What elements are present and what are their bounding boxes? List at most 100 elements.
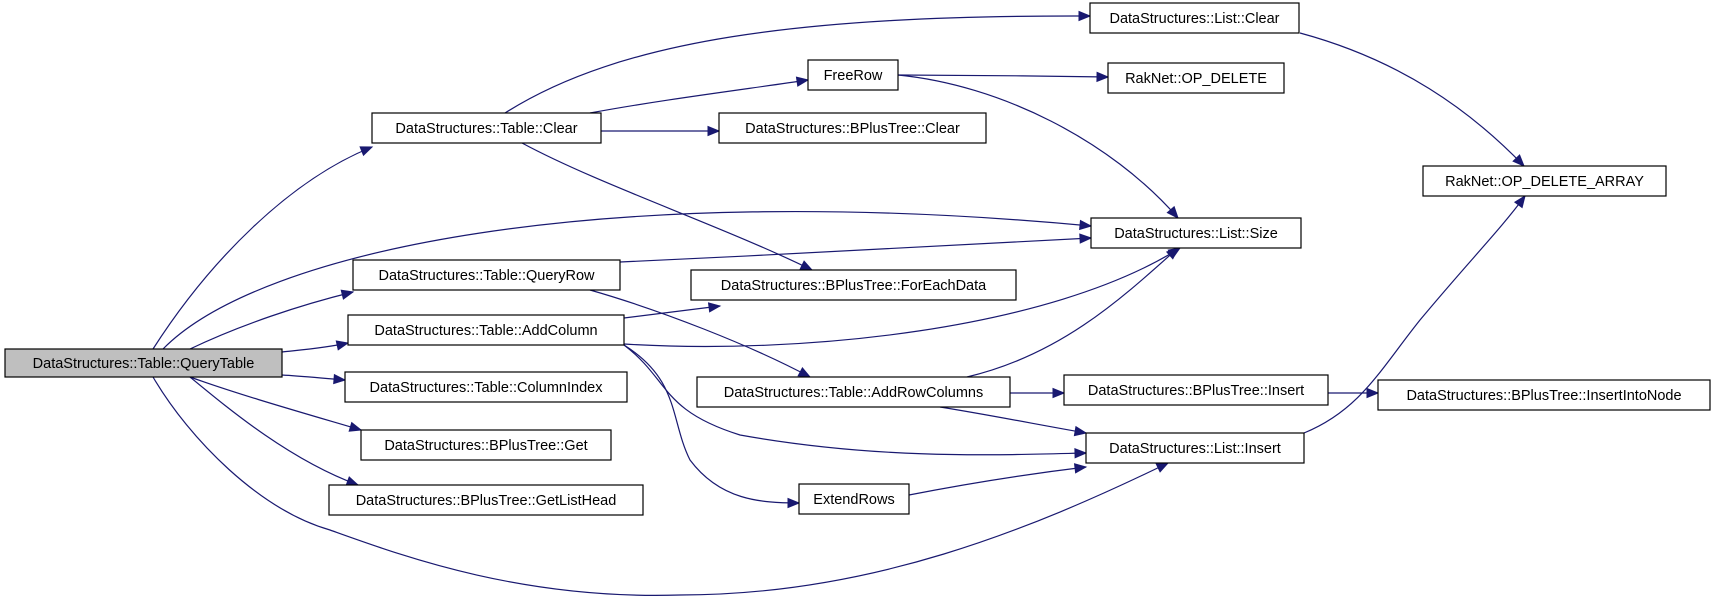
node-bpt-insert[interactable]: DataStructures::BPlusTree::Insert bbox=[1063, 374, 1329, 406]
node-querytable[interactable]: DataStructures::Table::QueryTable bbox=[4, 348, 283, 378]
node-bpt-insertintonode[interactable]: DataStructures::BPlusTree::InsertIntoNod… bbox=[1377, 379, 1711, 411]
node-op-delete-array[interactable]: RakNet::OP_DELETE_ARRAY bbox=[1422, 165, 1667, 197]
arrowhead-icon bbox=[1074, 448, 1088, 459]
node-list-insert[interactable]: DataStructures::List::Insert bbox=[1085, 432, 1305, 464]
node-box bbox=[807, 59, 899, 91]
edge-line bbox=[189, 376, 359, 486]
edge-querytable-to-bpt_get bbox=[189, 376, 363, 432]
node-list-clear[interactable]: DataStructures::List::Clear bbox=[1089, 2, 1300, 34]
node-table-clear[interactable]: DataStructures::Table::Clear bbox=[371, 112, 602, 144]
edge-table_clear-to-freerow bbox=[589, 76, 810, 114]
node-label: DataStructures::BPlusTree::Get bbox=[384, 438, 587, 454]
node-label: DataStructures::BPlusTree::Insert bbox=[1088, 383, 1304, 399]
node-label: FreeRow bbox=[824, 68, 883, 84]
arrowhead-icon bbox=[359, 146, 374, 157]
node-label: ExtendRows bbox=[813, 492, 894, 508]
edge-table_clear-to-bpt_clear bbox=[601, 125, 721, 137]
arrowhead-icon bbox=[333, 373, 347, 385]
edge-querytable-to-list_size bbox=[162, 210, 1093, 350]
edge-list_insert-to-op_delete_array bbox=[1303, 194, 1526, 434]
node-label: DataStructures::Table::AddRowColumns bbox=[724, 385, 984, 401]
arrowhead-icon bbox=[797, 366, 812, 378]
node-label: DataStructures::List::Size bbox=[1114, 226, 1278, 242]
node-label: DataStructures::BPlusTree::ForEachData bbox=[721, 278, 987, 294]
node-label: DataStructures::BPlusTree::InsertIntoNod… bbox=[1406, 388, 1681, 404]
edge-querytable-to-addcolumn bbox=[281, 340, 350, 353]
edge-line bbox=[152, 376, 1169, 596]
edge-querytable-to-queryrow bbox=[189, 289, 355, 350]
node-label: DataStructures::Table::AddColumn bbox=[374, 323, 597, 339]
arrowhead-icon bbox=[1079, 219, 1093, 231]
edge-line bbox=[589, 289, 811, 378]
edge-queryrow-to-list_size bbox=[619, 233, 1093, 263]
arrowhead-icon bbox=[1166, 205, 1179, 219]
arrowhead-icon bbox=[795, 76, 810, 87]
arrowhead-icon bbox=[1052, 387, 1066, 399]
edge-queryrow-to-addrowcolumns bbox=[589, 289, 812, 378]
arrowhead-icon bbox=[1073, 463, 1088, 474]
edge-querytable-to-bpt_getlisthead bbox=[189, 376, 360, 486]
edge-table_clear-to-list_clear bbox=[504, 10, 1092, 114]
edge-addcolumn-to-extendrows bbox=[623, 344, 801, 509]
arrowhead-icon bbox=[707, 125, 721, 137]
node-label: RakNet::OP_DELETE bbox=[1125, 71, 1267, 87]
node-label: DataStructures::Table::QueryTable bbox=[33, 356, 255, 372]
edge-freerow-to-list_size bbox=[897, 74, 1179, 219]
edge-line bbox=[623, 247, 1181, 348]
edge-addcolumn-to-bpt_foreachdata bbox=[623, 302, 722, 319]
node-box bbox=[371, 112, 602, 144]
node-box bbox=[798, 483, 910, 515]
node-box bbox=[1063, 374, 1329, 406]
edge-list_clear-to-op_delete_array bbox=[1299, 32, 1525, 167]
arrowhead-icon bbox=[1366, 387, 1380, 399]
edge-bpt_insert-to-bpt_insertintonode bbox=[1328, 387, 1380, 399]
node-columnindex[interactable]: DataStructures::Table::ColumnIndex bbox=[344, 371, 628, 403]
node-bpt-get[interactable]: DataStructures::BPlusTree::Get bbox=[360, 429, 612, 461]
edge-line bbox=[589, 79, 809, 114]
node-extendrows[interactable]: ExtendRows bbox=[798, 483, 910, 515]
node-box bbox=[328, 484, 644, 516]
node-box bbox=[1090, 217, 1302, 249]
node-freerow[interactable]: FreeRow bbox=[807, 59, 899, 91]
edge-addrowcolumns-to-bpt_insert bbox=[1010, 387, 1066, 399]
edge-line bbox=[939, 406, 1087, 434]
edge-querytable-to-list_insert bbox=[152, 376, 1170, 596]
node-box bbox=[347, 314, 625, 346]
arrowhead-icon bbox=[1513, 194, 1526, 209]
edge-line bbox=[623, 305, 721, 319]
edge-line bbox=[162, 210, 1092, 350]
node-box bbox=[1085, 432, 1305, 464]
node-addcolumn[interactable]: DataStructures::Table::AddColumn bbox=[347, 314, 625, 346]
node-bpt-getlisthead[interactable]: DataStructures::BPlusTree::GetListHead bbox=[328, 484, 644, 516]
node-op-delete[interactable]: RakNet::OP_DELETE bbox=[1107, 62, 1285, 94]
edge-line bbox=[623, 344, 1087, 456]
node-bpt-clear[interactable]: DataStructures::BPlusTree::Clear bbox=[718, 112, 987, 144]
edge-freerow-to-op_delete bbox=[897, 71, 1110, 83]
edges-layer bbox=[152, 10, 1526, 596]
edge-addrowcolumns-to-list_size bbox=[966, 247, 1179, 378]
arrowhead-icon bbox=[348, 421, 363, 432]
node-box bbox=[696, 376, 1011, 408]
node-box bbox=[718, 112, 987, 144]
arrowhead-icon bbox=[707, 302, 722, 313]
edge-line bbox=[504, 15, 1091, 114]
edge-querytable-to-columnindex bbox=[281, 373, 347, 385]
arrowhead-icon bbox=[1155, 462, 1170, 473]
edge-line bbox=[897, 74, 1109, 78]
node-addrowcolumns[interactable]: DataStructures::Table::AddRowColumns bbox=[696, 376, 1011, 408]
edge-line bbox=[189, 376, 362, 431]
arrowhead-icon bbox=[1078, 10, 1092, 22]
node-list-size[interactable]: DataStructures::List::Size bbox=[1090, 217, 1302, 249]
node-label: RakNet::OP_DELETE_ARRAY bbox=[1445, 174, 1644, 190]
node-label: DataStructures::Table::ColumnIndex bbox=[370, 380, 604, 396]
edge-line bbox=[1299, 32, 1525, 167]
arrowhead-icon bbox=[1512, 154, 1525, 167]
node-queryrow[interactable]: DataStructures::Table::QueryRow bbox=[352, 259, 621, 291]
node-box bbox=[352, 259, 621, 291]
edge-line bbox=[897, 74, 1179, 219]
node-bpt-foreachdata[interactable]: DataStructures::BPlusTree::ForEachData bbox=[690, 269, 1017, 301]
node-box bbox=[690, 269, 1017, 301]
edge-querytable-to-table_clear bbox=[152, 146, 374, 350]
node-box bbox=[360, 429, 612, 461]
